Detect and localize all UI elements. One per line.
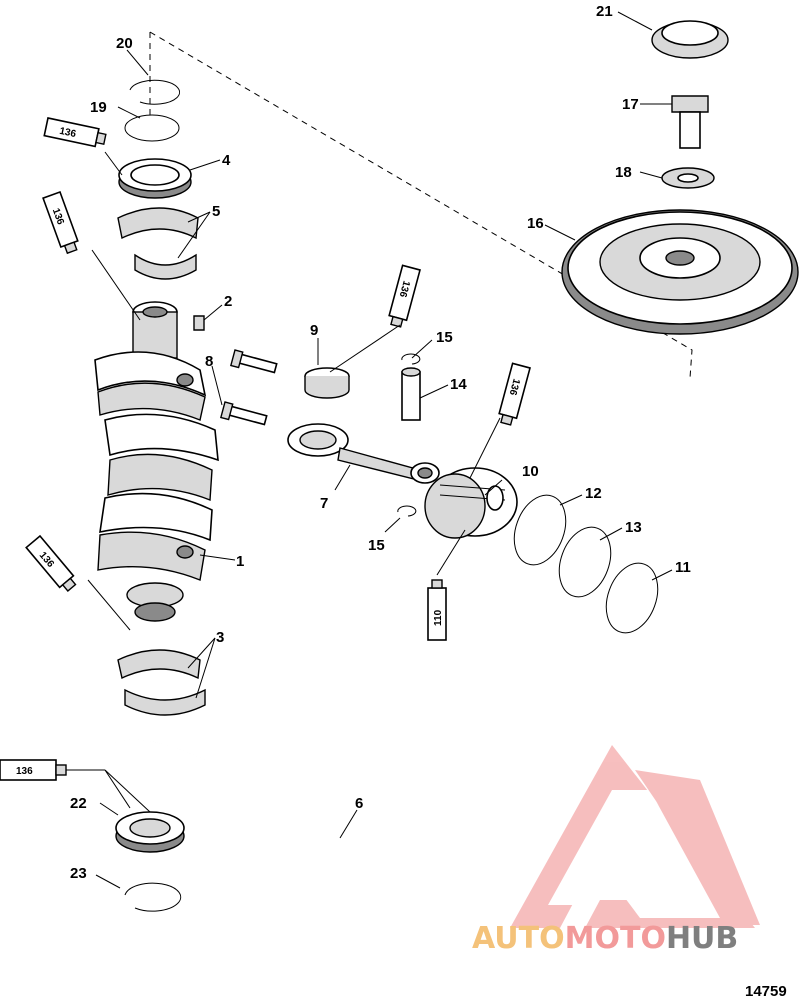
connecting-rod-7	[287, 423, 440, 484]
figure-number: 14759	[745, 983, 787, 1000]
callout-10: 10	[522, 463, 539, 480]
callout-15a: 15	[436, 329, 453, 346]
pin-retainer-15a	[401, 353, 421, 365]
flywheel-bolt-17	[671, 95, 709, 149]
callout-8: 8	[205, 353, 213, 370]
callout-5: 5	[212, 203, 220, 220]
callout-16: 16	[527, 215, 544, 232]
flywheel-16	[561, 209, 799, 335]
drive-belt-6	[110, 739, 459, 983]
svg-text:AUTOMOTOHUB: AUTOMOTOHUB	[472, 921, 738, 956]
crankshaft-1	[94, 301, 219, 622]
callout-1: 1	[236, 553, 244, 570]
callout-11: 11	[675, 559, 691, 576]
callout-17: 17	[622, 96, 639, 113]
svg-text:136: 136	[58, 126, 77, 140]
callout-23: 23	[70, 865, 87, 882]
sealant-tube-5: 136	[25, 534, 77, 592]
piston-ring-13	[558, 526, 612, 598]
sealant-tube-7: 136	[0, 759, 67, 781]
sealant-tube-6: 110	[427, 579, 447, 641]
retaining-ring-23	[124, 882, 182, 912]
sealant-tube-3: 136	[388, 264, 421, 328]
callout-6: 6	[355, 795, 363, 812]
pin-retainer-15b	[397, 505, 417, 517]
callout-4: 4	[222, 152, 231, 169]
callout-18: 18	[615, 164, 632, 181]
watermark-text: AUTOMOTOHUB	[472, 921, 738, 956]
callout-15b: 15	[368, 537, 385, 554]
sealant-tube-2: 136	[42, 190, 79, 255]
main-bearing-5	[117, 207, 199, 280]
rod-bolts-8	[220, 349, 278, 426]
dashed-guide-line	[149, 31, 693, 379]
sealant-tube-1: 136	[43, 117, 107, 148]
callout-20: 20	[116, 35, 133, 52]
front-seal-22	[115, 811, 185, 853]
callout-9: 9	[310, 322, 318, 339]
callout-7: 7	[320, 495, 328, 512]
rod-bushing-9	[304, 367, 350, 399]
plug-21	[651, 20, 729, 59]
callout-12: 12	[585, 485, 602, 502]
woodruff-key-2	[193, 315, 205, 331]
leader-lines	[66, 11, 673, 889]
rear-seal-4	[118, 158, 192, 199]
piston-10	[424, 467, 518, 539]
callout-13: 13	[625, 519, 642, 536]
washer-18	[661, 167, 715, 189]
piston-ring-11	[605, 562, 659, 634]
callout-2: 2	[224, 293, 232, 310]
svg-text:110: 110	[433, 609, 444, 626]
svg-text:136: 136	[506, 377, 521, 396]
sealant-tube-4: 136	[498, 362, 531, 426]
main-bearing-3	[117, 649, 206, 716]
piston-pin-14	[401, 367, 421, 421]
callout-22: 22	[70, 795, 87, 812]
piston-ring-12	[513, 494, 567, 566]
callout-19: 19	[90, 99, 107, 116]
seal-ring-19	[124, 114, 180, 142]
retaining-ring-20	[129, 79, 181, 105]
svg-text:136: 136	[396, 279, 411, 298]
callout-3: 3	[216, 629, 224, 646]
svg-text:136: 136	[16, 766, 33, 777]
callout-14: 14	[450, 376, 467, 393]
callout-21: 21	[596, 3, 613, 20]
watermark-logo	[510, 745, 760, 928]
